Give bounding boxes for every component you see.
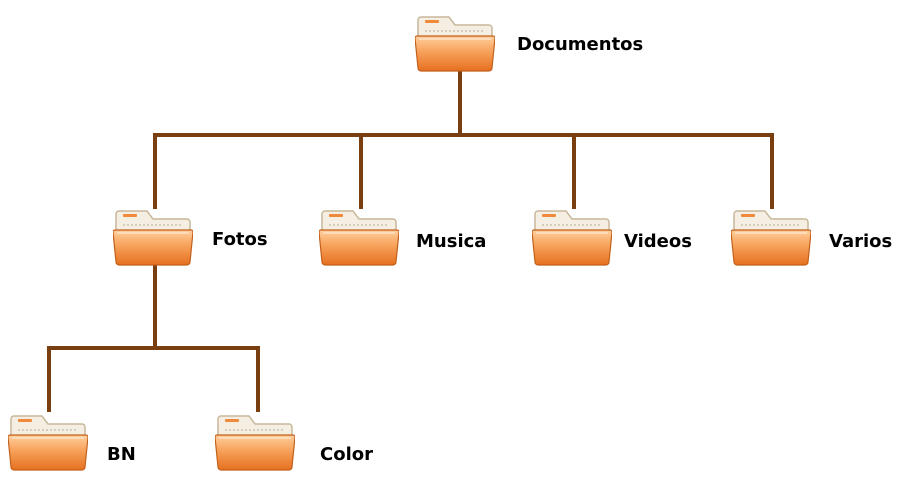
label-videos[interactable]: Videos xyxy=(624,231,692,252)
folder-color[interactable] xyxy=(215,410,295,472)
label-documentos[interactable]: Documentos xyxy=(517,34,644,55)
label-bn[interactable]: BN xyxy=(107,444,136,465)
label-fotos[interactable]: Fotos xyxy=(212,229,268,250)
label-musica[interactable]: Musica xyxy=(416,231,487,252)
folder-documentos[interactable] xyxy=(415,11,495,73)
folder-fotos[interactable] xyxy=(113,205,193,267)
folder-bn[interactable] xyxy=(8,410,88,472)
folder-videos[interactable] xyxy=(532,205,612,267)
label-color[interactable]: Color xyxy=(320,444,373,465)
label-varios[interactable]: Varios xyxy=(829,231,893,252)
folder-varios[interactable] xyxy=(731,205,811,267)
folder-musica[interactable] xyxy=(319,205,399,267)
